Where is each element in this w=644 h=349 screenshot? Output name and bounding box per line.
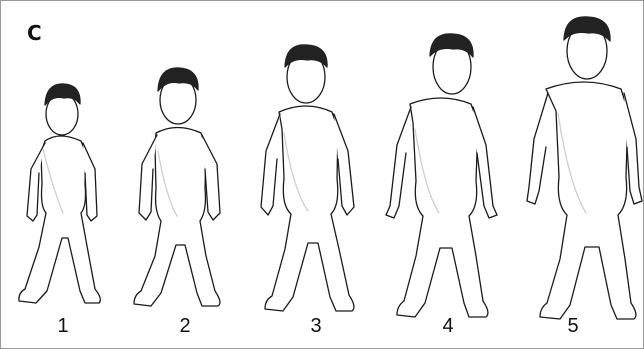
stage-label-2: 2 xyxy=(165,315,205,338)
stage-label-5: 5 xyxy=(553,315,593,338)
child-figure-5 xyxy=(527,17,642,319)
stage-label-1: 1 xyxy=(43,315,83,338)
child-figure-1 xyxy=(19,84,100,303)
stage-label-3: 3 xyxy=(296,315,336,338)
child-figure-4 xyxy=(386,34,497,317)
child-figure-3 xyxy=(261,45,354,311)
child-figure-2 xyxy=(134,68,220,306)
stage-label-4: 4 xyxy=(428,315,468,338)
